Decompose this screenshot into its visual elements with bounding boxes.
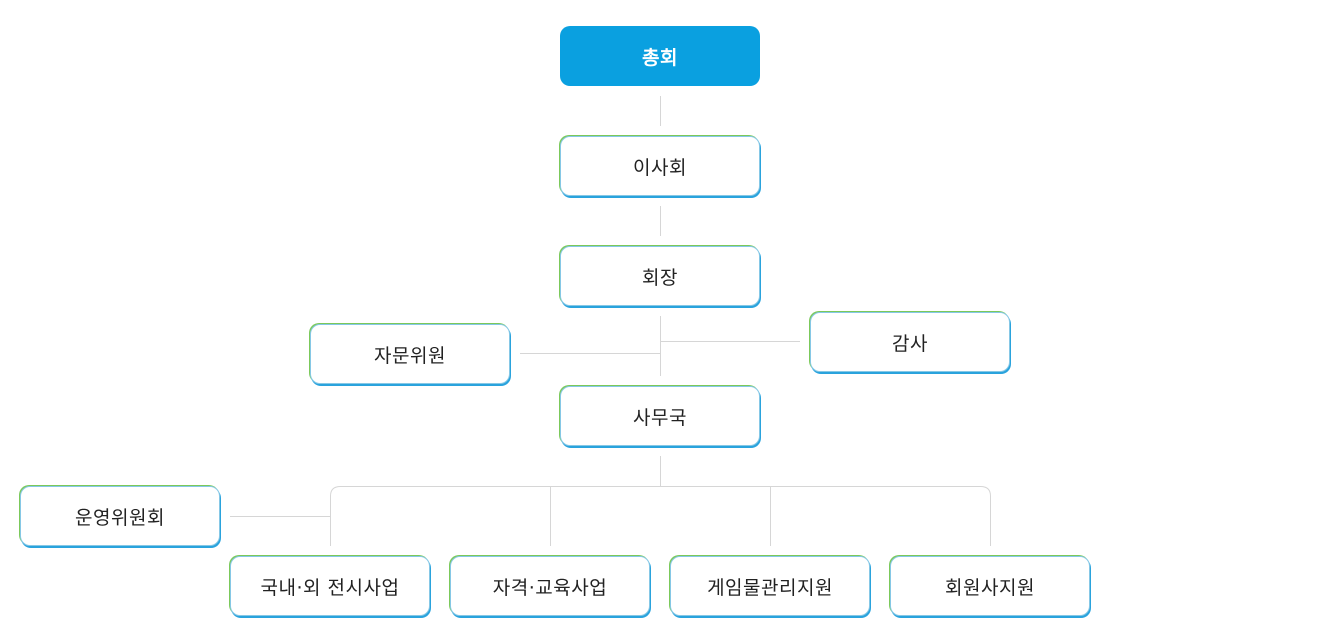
chairman-node: 회장 [560,246,760,306]
department-node-game-management: 게임물관리지원 [670,556,870,616]
operating-committee-label: 운영위원회 [75,506,165,529]
department-label: 국내·외 전시사업 [260,576,400,599]
board-label: 이사회 [633,156,687,179]
chairman-label: 회장 [642,266,678,289]
advisory-label: 자문위원 [374,344,446,367]
department-label: 게임물관리지원 [707,576,833,599]
general-meeting-label: 총회 [642,46,678,69]
advisory-node: 자문위원 [310,324,510,384]
secretariat-label: 사무국 [633,406,687,429]
department-label: 회원사지원 [945,576,1035,599]
auditor-label: 감사 [892,332,928,355]
auditor-node: 감사 [810,312,1010,372]
operating-committee-node: 운영위원회 [20,486,220,546]
department-node-member-support: 회원사지원 [890,556,1090,616]
department-node-exhibition: 국내·외 전시사업 [230,556,430,616]
department-label: 자격·교육사업 [492,576,608,599]
secretariat-node: 사무국 [560,386,760,446]
department-node-certification: 자격·교육사업 [450,556,650,616]
general-meeting-node: 총회 [560,26,760,86]
board-node: 이사회 [560,136,760,196]
connector-department-branch [330,486,991,546]
